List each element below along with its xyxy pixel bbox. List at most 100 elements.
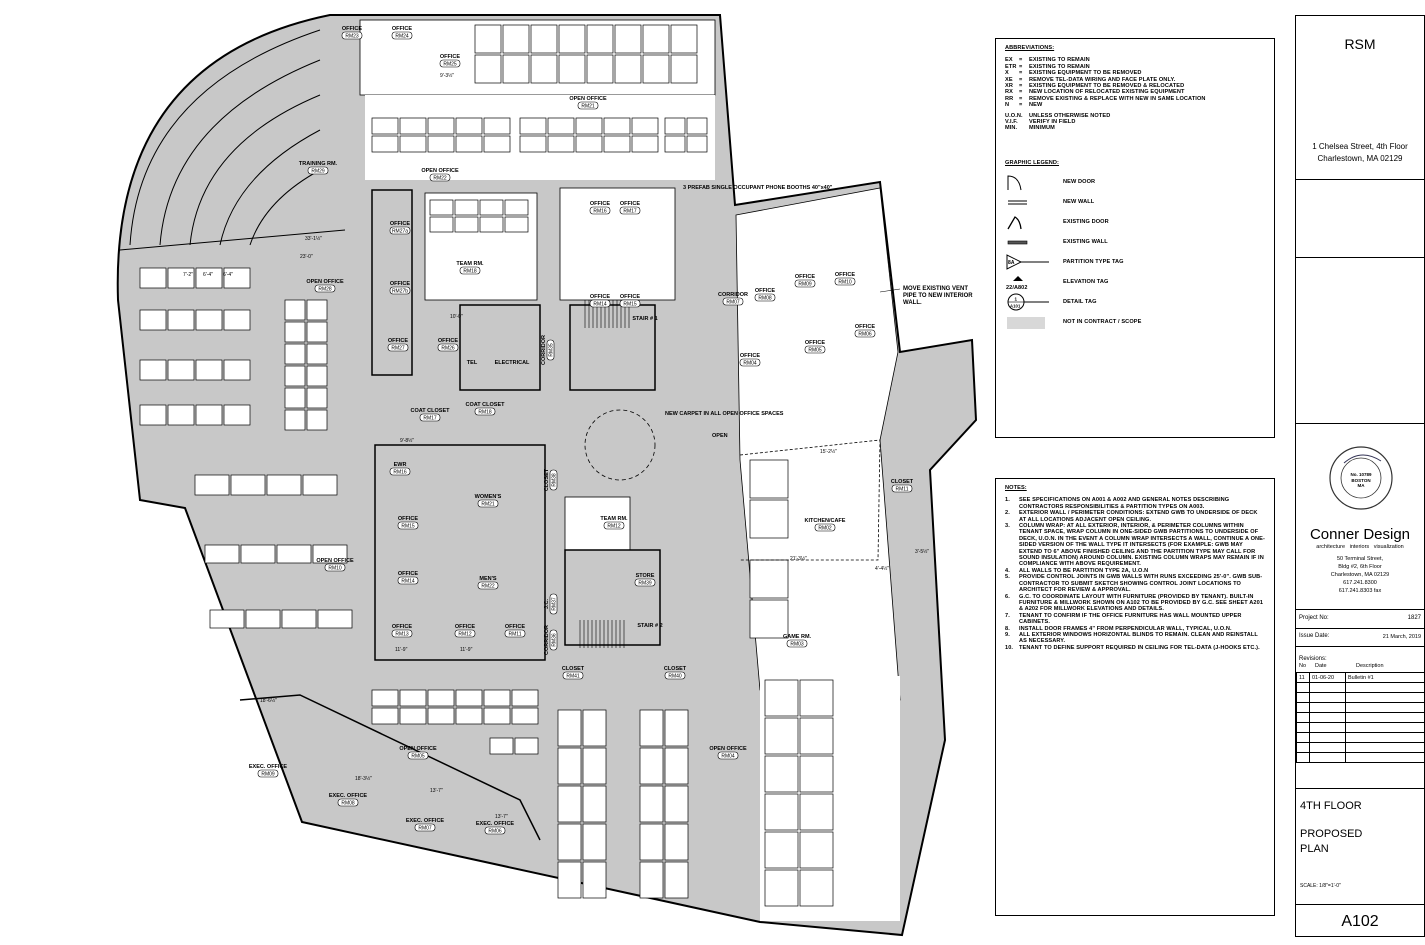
room-label: STAIR # 2 <box>637 623 662 629</box>
room-tag-box <box>589 299 611 308</box>
room-name: TEL <box>467 360 478 366</box>
workstation <box>427 689 455 707</box>
dimension-label: 10'-0" <box>450 314 463 320</box>
workstation <box>670 24 698 54</box>
abbreviation-row: RR=REMOVE EXISTING & REPLACE WITH NEW IN… <box>1005 95 1206 102</box>
workstation <box>557 709 582 747</box>
room-name: OFFICE <box>620 294 640 300</box>
workstation <box>167 267 195 289</box>
room-tag: RM14 <box>401 579 415 585</box>
room-tag-box <box>603 521 625 530</box>
workstation <box>195 359 223 381</box>
workstation <box>223 359 251 381</box>
legend-new-wall: NEW WALL <box>1005 192 1265 212</box>
cafe-table <box>749 499 789 539</box>
workstation <box>454 216 479 233</box>
legend-list: NEW DOOR NEW WALL EXISTING DOOR EXISTING… <box>1005 172 1265 332</box>
workstation <box>371 135 399 153</box>
workstation <box>799 717 834 755</box>
room-tag-box <box>891 484 913 493</box>
room-name: STAIR # 2 <box>637 623 662 629</box>
dimension-label: 11'-9" <box>460 647 473 653</box>
workstation <box>266 474 302 496</box>
room-tag: RM29 <box>311 169 325 175</box>
workstation <box>764 869 799 907</box>
dimension-label: 15'-2½" <box>820 448 837 455</box>
room-name: OPEN OFFICE <box>421 168 459 174</box>
legend-partition-tag: 8A PARTITION TYPE TAG <box>1005 252 1265 272</box>
abbreviation-row: XR=EXISTING EQUIPMENT TO BE REMOVED & RE… <box>1005 83 1185 90</box>
workstation <box>284 299 306 321</box>
vent-callout-leader <box>879 288 901 293</box>
room-tag-box <box>314 284 336 293</box>
room-tag: RM05 <box>808 348 822 354</box>
workstation <box>454 199 479 216</box>
workstation <box>664 861 689 899</box>
room-tag: RM09 <box>798 282 812 288</box>
workstation <box>639 861 664 899</box>
room-tag-box <box>854 329 876 338</box>
workstation <box>547 135 575 153</box>
dimension-label: 13'-7" <box>495 814 508 820</box>
room-tag-box <box>549 593 558 615</box>
dimension-label: 6'-4" <box>203 272 213 278</box>
legend-title: GRAPHIC LEGEND: <box>1005 159 1060 166</box>
workstation <box>530 54 558 84</box>
dimension-label: 21'-3½" <box>790 555 807 562</box>
room-tag: RM21 <box>581 104 595 110</box>
room-tag: RM24 <box>395 34 409 40</box>
note-item: 6.G.C. TO COORDINATE LAYOUT WITH FURNITU… <box>1005 593 1264 613</box>
workstation <box>799 831 834 869</box>
note-item: 5.PROVIDE CONTROL JOINTS IN GWB WALLS WI… <box>1005 574 1263 594</box>
client-name: RSM <box>1344 36 1376 52</box>
room-tag: RM18 <box>478 410 492 416</box>
existing-wall-icon <box>1007 240 1028 245</box>
notes-title: NOTES: <box>1005 485 1027 491</box>
workstation <box>664 823 689 861</box>
workstation <box>479 216 504 233</box>
workstation <box>664 709 689 747</box>
dimension-label: 33'-1½" <box>305 235 322 242</box>
room-tag: RM09 <box>261 772 275 778</box>
firm-name: Conner Design <box>1309 526 1411 543</box>
workstation <box>306 387 328 409</box>
room-label: STAIR # 1 <box>632 316 657 322</box>
workstation <box>575 117 603 135</box>
dimension-label: 6'-4" <box>223 272 233 278</box>
dimensions: 9'-3½"33'-1½"23'-0"7'-2"6'-4"6'-4"10'-0"… <box>183 72 929 820</box>
note-item: 10.TENANT TO DEFINE SUPPORT REQUIRED IN … <box>1005 644 1260 651</box>
partition-type-tag-icon: 8A <box>1006 254 1049 271</box>
room-name: EWR <box>394 462 407 468</box>
workstation <box>429 199 454 216</box>
room-tag: RM07 <box>726 300 740 306</box>
room-name: STORE <box>636 573 655 579</box>
workstation <box>399 135 427 153</box>
room-tag: RM08 <box>341 801 355 807</box>
workstation <box>371 117 399 135</box>
workstation <box>284 365 306 387</box>
room-tag: RM40 <box>668 674 682 680</box>
room-name: TRAINING RM. <box>299 161 338 167</box>
room-tag: RM15 <box>401 524 415 530</box>
workstation <box>764 717 799 755</box>
abbreviation-row: RX=NEW LOCATION OF RELOCATED EXISTING EQ… <box>1005 89 1185 96</box>
note-item: 9.ALL EXTERIOR WINDOWS HORIZONTAL BLINDS… <box>1005 631 1258 645</box>
svg-text:No. 10789: No. 10789 <box>1350 472 1372 477</box>
workstation <box>284 409 306 431</box>
workstation <box>586 54 614 84</box>
workstation <box>511 689 539 707</box>
cafe-table <box>749 559 789 599</box>
workstation <box>483 117 511 135</box>
